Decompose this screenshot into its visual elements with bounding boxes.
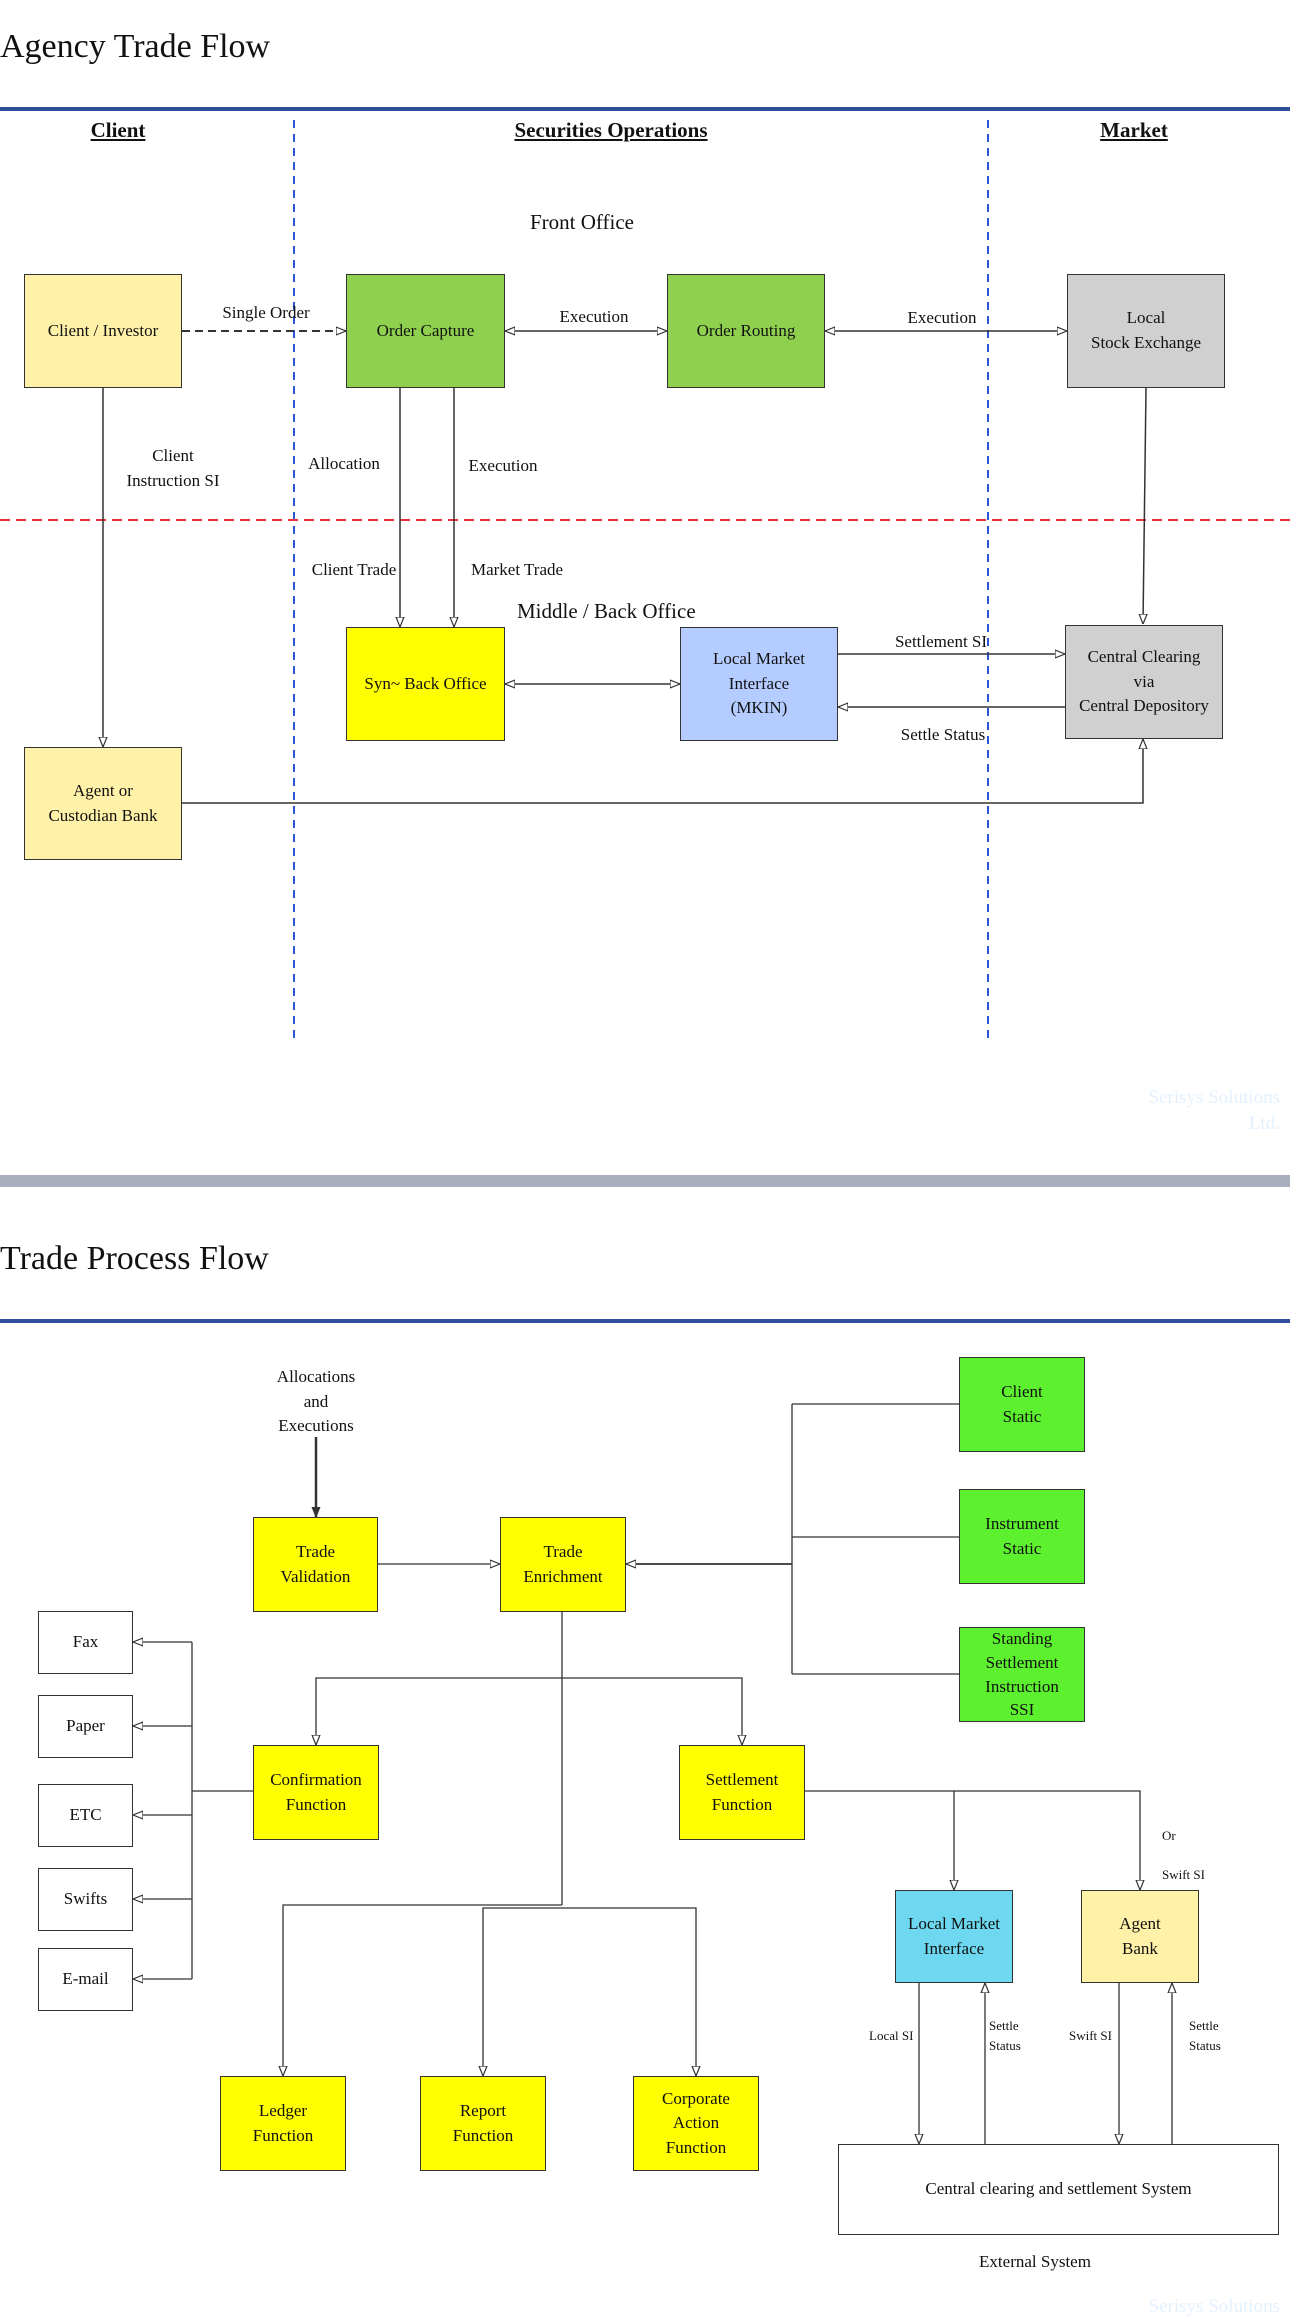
client-instruction-label: Client Instruction SI <box>126 446 220 490</box>
execution-label-1: Execution <box>559 307 629 326</box>
agency-connectors <box>0 120 1290 1040</box>
agency-title: Agency Trade Flow <box>0 28 271 65</box>
settle-status-label-1: Settle Status <box>989 2018 1021 2053</box>
title-rule <box>0 107 1290 111</box>
allocation-label: Allocation <box>308 454 380 473</box>
ledger-function-box: Ledger Function <box>220 2076 346 2171</box>
local-market-interface-box: Local Market Interface (MKIN) <box>680 627 838 741</box>
central-clearing-box: Central Clearing via Central Depository <box>1065 625 1223 739</box>
confirmation-function-box: Confirmation Function <box>253 1745 379 1840</box>
to-settlement-arrow <box>562 1677 742 1745</box>
fax-box: Fax <box>38 1611 133 1674</box>
swift-si-label: Swift SI <box>1069 2028 1112 2043</box>
agent-custodian-bank-box: Agent or Custodian Bank <box>24 747 182 860</box>
execution-label-2: Execution <box>907 308 977 327</box>
to-confirmation-arrow <box>316 1677 562 1745</box>
settlement-si-label: Settlement SI <box>894 632 988 651</box>
ssi-box: Standing Settlement Instruction SSI <box>959 1627 1085 1722</box>
paper-box: Paper <box>38 1695 133 1758</box>
single-order-label: Single Order <box>222 303 310 322</box>
etc-box: ETC <box>38 1784 133 1847</box>
order-routing-box: Order Routing <box>667 274 825 388</box>
process-title: Trade Process Flow <box>0 1240 269 1277</box>
corporate-action-function-box: Corporate Action Function <box>633 2076 759 2171</box>
middle-back-office-label: Middle / Back Office <box>517 599 696 623</box>
market-trade-label: Market Trade <box>470 560 564 579</box>
back-office-box: Syn~ Back Office <box>346 627 505 741</box>
instrument-static-box: Instrument Static <box>959 1489 1085 1584</box>
or-swift-si-label: Or Swift SI <box>1162 1828 1205 1882</box>
to-agent-bank-arrow <box>805 1790 1140 1890</box>
watermark-2: Serisys Solutions <box>1148 2296 1280 2317</box>
order-capture-box: Order Capture <box>346 274 505 388</box>
process-title-rule <box>0 1319 1290 1323</box>
lane-market: Market <box>1100 118 1168 142</box>
section-separator <box>0 1175 1290 1187</box>
lane-securities-operations: Securities Operations <box>514 118 708 142</box>
watermark-1: Serisys Solutions Ltd. <box>1148 1087 1280 1134</box>
to-report-arrow <box>483 1907 562 2076</box>
client-static-box: Client Static <box>959 1357 1085 1452</box>
local-market-interface-box-2: Local Market Interface <box>895 1890 1013 1983</box>
trade-enrichment-box: Trade Enrichment <box>500 1517 626 1612</box>
local-si-label: Local SI <box>869 2028 914 2043</box>
trade-validation-box: Trade Validation <box>253 1517 378 1612</box>
external-system-label: External System <box>979 2252 1091 2271</box>
exchange-clearing-arrow <box>1143 387 1146 624</box>
local-stock-exchange-box: Local Stock Exchange <box>1067 274 1225 388</box>
settlement-function-box: Settlement Function <box>679 1745 805 1840</box>
front-office-label: Front Office <box>530 210 635 234</box>
swifts-box: Swifts <box>38 1868 133 1931</box>
lane-client: Client <box>90 118 146 142</box>
to-corporate-action-arrow <box>562 1907 696 2076</box>
central-clearing-system-box: Central clearing and settlement System <box>838 2144 1279 2235</box>
client-investor-box: Client / Investor <box>24 274 182 388</box>
execution-label-3: Execution <box>468 456 538 475</box>
allocations-executions-label: Allocations and Executions <box>276 1367 356 1436</box>
email-box: E-mail <box>38 1948 133 2011</box>
settle-status-label: Settle Status <box>900 725 986 744</box>
report-function-box: Report Function <box>420 2076 546 2171</box>
settle-status-label-2: Settle Status <box>1189 2018 1221 2053</box>
agent-clearing-arrow <box>182 739 1143 804</box>
client-trade-label: Client Trade <box>311 560 397 579</box>
to-ledger-arrow <box>283 1904 562 2076</box>
agent-bank-box: Agent Bank <box>1081 1890 1199 1983</box>
